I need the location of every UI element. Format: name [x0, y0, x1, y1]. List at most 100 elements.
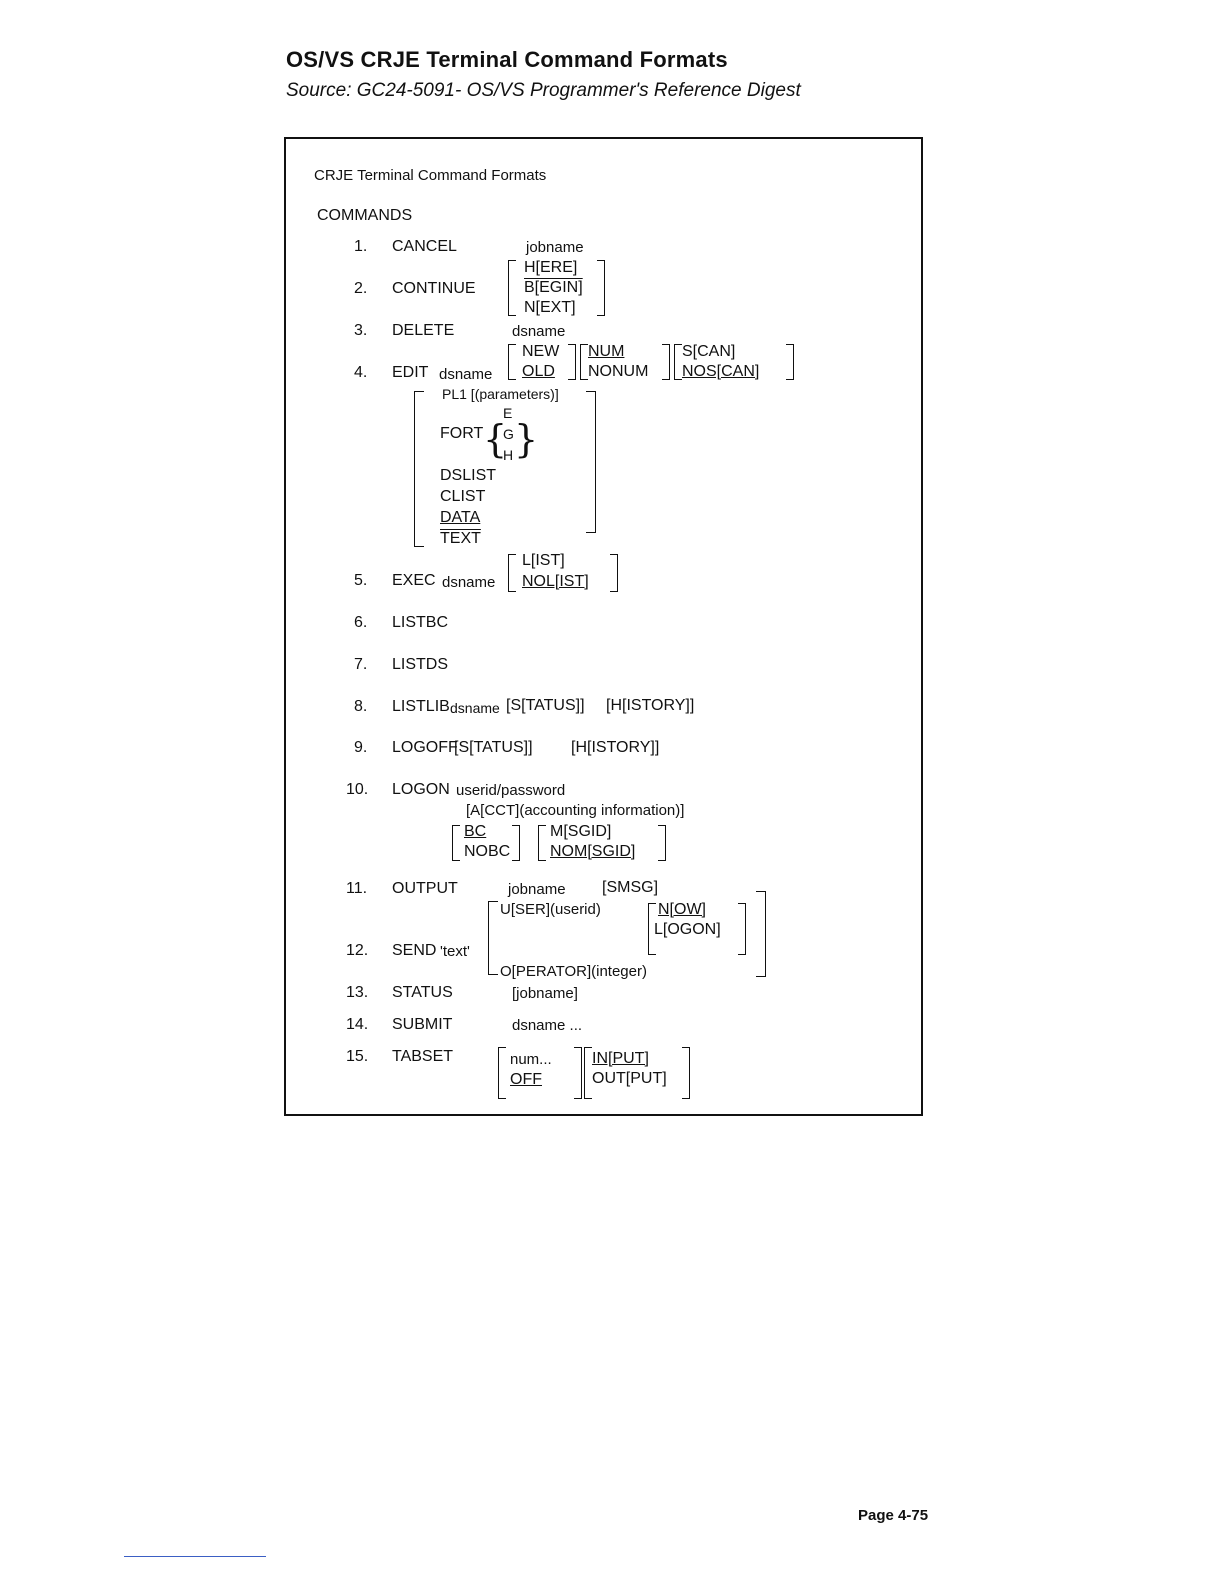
listlib-option: [H[ISTORY]] — [571, 739, 660, 756]
right-bracket — [610, 554, 618, 592]
command-name: SEND — [392, 942, 437, 959]
right-bracket — [597, 260, 605, 316]
logon-userid: userid/password — [456, 782, 566, 799]
command-name: TABSET — [392, 1048, 454, 1065]
edit-type: PL1 [(parameters)] — [442, 386, 559, 402]
logon-option: M[SGID] — [550, 823, 612, 840]
fort-option: E — [503, 405, 513, 421]
logon-option: NOM[SGID] — [550, 843, 636, 860]
delete-operand: dsname — [512, 323, 566, 340]
command-number: 1. — [354, 238, 368, 255]
command-number: 8. — [354, 698, 368, 715]
submit-operand: dsname ... — [512, 1017, 583, 1034]
edit-option: S[CAN] — [682, 343, 736, 360]
logon-option: BC — [464, 823, 487, 840]
listds-option: [S[TATUS]] — [506, 697, 585, 714]
left-bracket — [584, 1047, 592, 1099]
right-brace: } — [514, 417, 539, 461]
command-format-panel: CRJE Terminal Command Formats COMMANDS 1… — [284, 137, 923, 1116]
edit-type: DATA — [440, 509, 481, 526]
command-number: 15. — [346, 1048, 369, 1065]
listlib-option: [S[TATUS]] — [454, 739, 533, 756]
fort-option: G — [503, 426, 514, 442]
listds-dsname: dsname — [450, 700, 500, 716]
right-bracket — [568, 344, 576, 380]
command-number: 7. — [354, 656, 368, 673]
left-bracket — [648, 903, 656, 955]
command-name: LOGOFF — [392, 739, 458, 756]
send-text: 'text' — [440, 943, 470, 960]
edit-option: NUM — [588, 343, 625, 360]
command-name: OUTPUT — [392, 880, 458, 897]
command-number: 2. — [354, 280, 368, 297]
left-brace: { — [483, 417, 508, 461]
tabset-option: OUT[PUT] — [592, 1070, 667, 1087]
document-title: OS/VS CRJE Terminal Command Formats — [286, 47, 728, 72]
command-number: 10. — [346, 781, 369, 798]
send-option: L[OGON] — [654, 921, 721, 938]
output-option: [SMSG] — [602, 879, 659, 896]
send-option: O[PERATOR](integer) — [500, 963, 647, 980]
right-bracket — [756, 891, 766, 977]
output-jobname: jobname — [508, 881, 566, 898]
command-number: 14. — [346, 1016, 369, 1033]
listds-option: [H[ISTORY]] — [606, 697, 695, 714]
send-option: N[OW] — [658, 901, 706, 918]
right-bracket — [574, 1047, 582, 1099]
left-bracket — [452, 825, 460, 861]
right-bracket — [662, 344, 670, 380]
tabset-option: OFF — [510, 1071, 542, 1088]
command-number: 12. — [346, 942, 369, 959]
exec-option: L[IST] — [522, 552, 565, 569]
continue-option: H[ERE] — [524, 259, 578, 276]
command-name: LISTDS — [392, 656, 449, 673]
commands-heading: COMMANDS — [317, 207, 413, 224]
exec-dsname: dsname — [442, 574, 496, 591]
right-bracket — [586, 391, 596, 533]
edit-option: NEW — [522, 343, 560, 360]
command-number: 3. — [354, 322, 368, 339]
left-bracket — [508, 260, 516, 316]
left-bracket — [538, 825, 546, 861]
exec-option: NOL[IST] — [522, 573, 589, 590]
cancel-operand: jobname — [526, 239, 584, 256]
edit-dsname: dsname — [439, 366, 493, 383]
panel-heading: CRJE Terminal Command Formats — [314, 167, 547, 184]
edit-type: TEXT — [440, 530, 481, 547]
right-bracket — [738, 903, 746, 955]
left-bracket — [508, 554, 516, 592]
left-bracket — [488, 901, 498, 975]
right-bracket — [786, 344, 794, 380]
edit-type: CLIST — [440, 488, 486, 505]
left-bracket — [580, 344, 588, 380]
tabset-option: num... — [510, 1051, 552, 1068]
command-name: SUBMIT — [392, 1016, 453, 1033]
logon-account: [A[CCT](accounting information)] — [466, 802, 685, 819]
command-name: EDIT — [392, 364, 429, 381]
command-name: CONTINUE — [392, 280, 476, 297]
command-number: 11. — [346, 880, 368, 897]
left-bracket — [674, 344, 682, 380]
left-bracket — [414, 391, 424, 547]
continue-option: N[EXT] — [524, 299, 576, 316]
command-number: 9. — [354, 739, 368, 756]
command-name: EXEC — [392, 572, 436, 589]
command-name: LISTBC — [392, 614, 449, 631]
logon-option: NOBC — [464, 843, 511, 860]
edit-type: FORT — [440, 425, 484, 442]
fort-option: H — [503, 447, 514, 463]
tabset-option: IN[PUT] — [592, 1050, 649, 1067]
command-name: DELETE — [392, 322, 455, 339]
left-bracket — [508, 344, 516, 380]
command-number: 5. — [354, 572, 368, 589]
left-bracket — [498, 1047, 506, 1099]
continue-option: B[EGIN] — [524, 279, 583, 296]
edit-type: DSLIST — [440, 467, 497, 484]
status-operand: [jobname] — [512, 985, 578, 1002]
command-number: 13. — [346, 984, 369, 1001]
command-number: 4. — [354, 364, 368, 381]
command-name: STATUS — [392, 984, 453, 1001]
page-number: Page 4-75 — [858, 1507, 929, 1524]
edit-option: OLD — [522, 363, 555, 380]
right-bracket — [658, 825, 666, 861]
